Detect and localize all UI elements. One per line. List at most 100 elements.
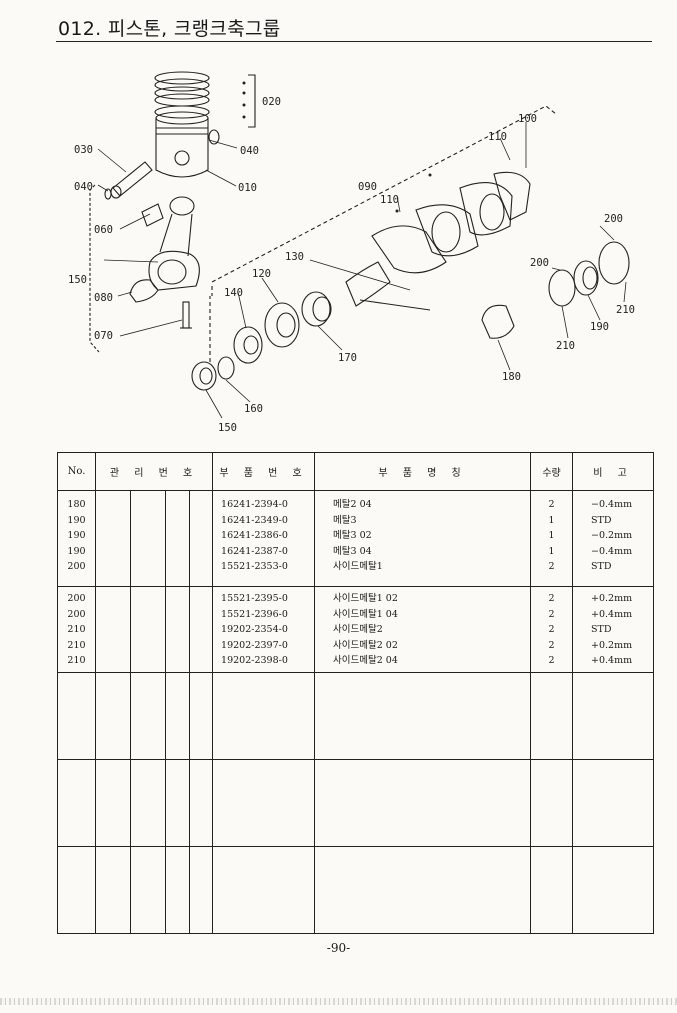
ref-no: 190	[67, 530, 86, 541]
callout-160: 160	[244, 403, 263, 415]
crankshaft-drawing	[345, 171, 531, 311]
quantity: 2	[548, 655, 555, 666]
header-part-number: 부 품 번 호	[212, 452, 316, 491]
callout-190: 190	[590, 321, 609, 333]
quantity: 2	[548, 639, 555, 651]
callout-200: 200	[604, 213, 623, 225]
quantity: 1	[548, 530, 555, 541]
remark: +0.2mm	[591, 593, 633, 604]
quantity: 2	[548, 593, 555, 604]
part-number: 19202-2397-0	[221, 639, 288, 651]
part-name: 메탈3	[333, 514, 357, 526]
callout-060: 060	[94, 224, 113, 236]
table-row-group: 180 190 190 190 200 16241-2394-0 16241-2…	[57, 490, 655, 587]
part-number: 16241-2394-0	[221, 499, 288, 510]
part-number: 16241-2387-0	[221, 545, 288, 557]
remark: +0.2mm	[591, 639, 633, 651]
thrust-bearing-190-drawing	[573, 260, 599, 296]
callout-200: 200	[530, 257, 549, 269]
quantity: 2	[548, 499, 555, 510]
part-name: 사이드메탈1	[333, 561, 383, 572]
callout-010: 010	[238, 182, 257, 194]
snap-ring-040-drawing	[208, 129, 220, 145]
ref-no: 210	[67, 655, 86, 666]
remark: −0.4mm	[591, 545, 633, 557]
part-name: 사이드메탈2 02	[333, 639, 398, 651]
remark: −0.2mm	[591, 530, 633, 541]
no-column: 180 190 190 190 200	[57, 490, 96, 587]
remark: STD	[591, 561, 612, 572]
remark: STD	[591, 514, 612, 526]
parts-table: No. 관 리 번 호 부 품 번 호 부 품 명 칭 수량 비 고 180 1…	[57, 452, 655, 934]
piston-rings-drawing	[154, 71, 210, 119]
ref-no: 180	[67, 499, 86, 510]
bearing-170-drawing	[301, 291, 332, 327]
exploded-parts-diagram: 020 030 040 040 010 060 150 080 070 090 …	[68, 71, 635, 434]
connecting-rod-drawing	[148, 196, 200, 291]
callout-150: 150	[68, 274, 87, 286]
header-no: No.	[57, 452, 96, 491]
rod-bearing-drawing	[129, 279, 159, 303]
page-number: -90-	[326, 941, 351, 955]
piston-drawing	[155, 111, 209, 178]
table-header-row: No. 관 리 번 호 부 품 번 호 부 품 명 칭 수량 비 고	[57, 452, 655, 491]
rod-bolt-drawing	[180, 301, 192, 329]
quantity: 2	[548, 624, 555, 635]
remark: −0.4mm	[591, 499, 633, 510]
ref-no: 210	[67, 639, 86, 651]
part-number: 15521-2395-0	[221, 593, 288, 604]
callout-140: 140	[224, 287, 243, 299]
remark: +0.4mm	[591, 655, 633, 666]
ref-no: 200	[67, 593, 86, 604]
callout-150: 150	[218, 422, 237, 434]
scan-artifact	[0, 998, 677, 1005]
quantity: 1	[548, 514, 555, 526]
remark-column: −0.4mm STD −0.2mm −0.4mm STD	[572, 490, 655, 587]
part-number: 19202-2398-0	[221, 655, 288, 666]
header-management-no: 관 리 번 호	[94, 452, 214, 491]
part-number: 15521-2353-0	[221, 561, 288, 572]
ref-no: 200	[67, 561, 86, 572]
callout-210: 210	[556, 340, 575, 352]
part-name: 사이드메탈1 04	[333, 608, 398, 620]
part-name: 메탈3 02	[333, 530, 372, 541]
callout-080: 080	[94, 292, 113, 304]
remark: +0.4mm	[591, 608, 633, 620]
crank-gear-140-drawing	[233, 326, 263, 364]
crank-gear-120-drawing	[264, 302, 300, 348]
part-number: 16241-2386-0	[221, 530, 288, 541]
part-name: 사이드메탈2 04	[333, 655, 398, 666]
ref-no: 190	[67, 514, 86, 526]
callout-090: 090	[358, 181, 377, 193]
callout-100: 100	[518, 113, 537, 125]
quantity: 2	[548, 608, 555, 620]
remark-column: +0.2mm +0.4mm STD +0.2mm +0.4mm	[572, 586, 655, 673]
part-name: 사이드메탈1 02	[333, 593, 398, 604]
callout-030: 030	[74, 144, 93, 156]
part-number: 16241-2349-0	[221, 514, 288, 526]
table-row-group: 200 200 210 210 210 15521-2395-0 15521-2…	[57, 586, 655, 673]
main-bearing-180-drawing	[481, 304, 515, 339]
callout-110: 110	[488, 131, 507, 143]
collar-150-drawing	[191, 361, 217, 391]
empty-row	[57, 759, 655, 847]
header-part-name: 부 품 명 칭	[314, 452, 532, 491]
header-remark: 비 고	[572, 452, 655, 491]
ref-no: 200	[67, 608, 86, 620]
page-title: 012. 피스톤, 크랭크축그룹	[58, 18, 281, 40]
o-ring-160-drawing	[217, 356, 235, 380]
part-number-column: 16241-2394-0 16241-2349-0 16241-2386-0 1…	[212, 490, 316, 587]
callout-040: 040	[74, 181, 93, 193]
title-rule	[56, 41, 652, 42]
callout-210: 210	[616, 304, 635, 316]
part-name: 메탈2 04	[333, 499, 372, 510]
callout-070: 070	[94, 330, 113, 342]
header-quantity: 수량	[530, 452, 574, 491]
callout-110: 110	[380, 194, 399, 206]
part-name: 메탈3 04	[333, 545, 372, 557]
callout-040: 040	[240, 145, 259, 157]
part-number: 19202-2354-0	[221, 624, 288, 635]
callout-120: 120	[252, 268, 271, 280]
quantity: 1	[548, 545, 555, 557]
part-name-column: 메탈2 04 메탈3 메탈3 02 메탈3 04 사이드메탈1	[314, 490, 532, 587]
